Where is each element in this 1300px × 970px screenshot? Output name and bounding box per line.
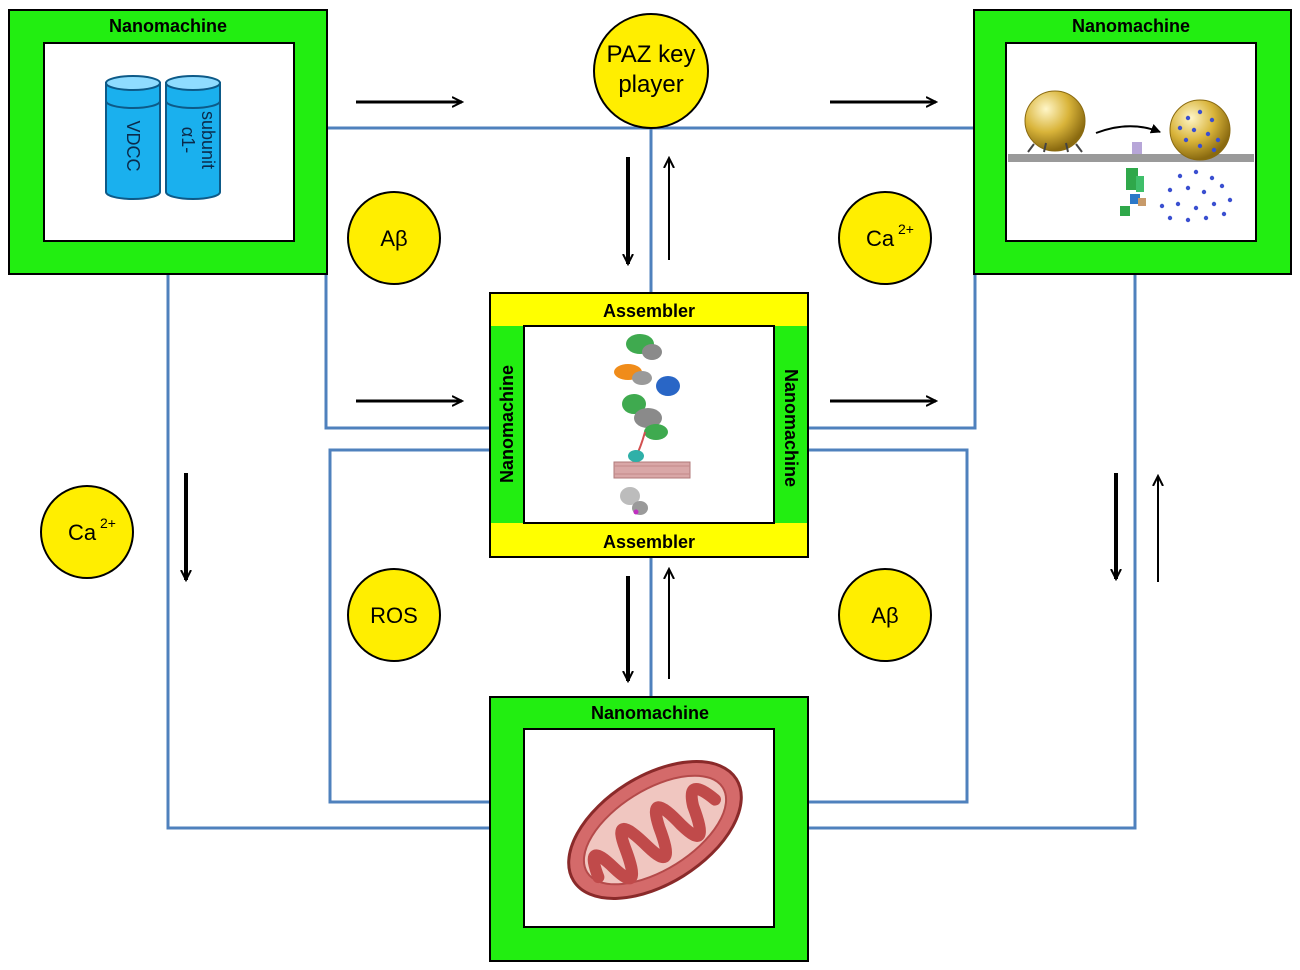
- assembler-bottom-label: Assembler: [603, 532, 695, 552]
- nanomachine-top-right: Nanomachine: [973, 9, 1292, 275]
- alpha1-label-line2: subunit: [198, 111, 218, 169]
- signal-calcium-top: Ca 2+: [838, 191, 932, 285]
- nanomachine-title: Nanomachine: [1072, 16, 1190, 36]
- flow-arrows: [186, 102, 1158, 681]
- paz-label-line1: PAZ key: [607, 41, 696, 68]
- signal-abeta-top: Aβ: [347, 191, 441, 285]
- connector-outer-left-loop: [166, 275, 490, 830]
- assembler-right-nanomachine-label: Nanomachine: [781, 369, 801, 487]
- calcium-top-superscript: 2+: [898, 221, 914, 237]
- nanomachine-title: Nanomachine: [109, 16, 227, 36]
- vesicle-release-illustration: [1008, 90, 1254, 223]
- signal-abeta-bottom: Aβ: [838, 568, 932, 662]
- connector-topleft-to-assembler: [324, 272, 490, 430]
- connector-inner-right-loop: [808, 448, 969, 804]
- paz-label-line2: player: [618, 71, 683, 98]
- assembler-top-label: Assembler: [603, 301, 695, 321]
- assembler-node: Assembler Assembler Nanomachine Nanomach…: [489, 292, 809, 558]
- calcium-left-superscript: 2+: [100, 515, 116, 531]
- assembler-left-band: [491, 326, 524, 523]
- signal-ros: ROS: [347, 568, 441, 662]
- connector-lines: [166, 126, 1137, 830]
- abeta-bottom-label: Aβ: [871, 603, 898, 628]
- signal-paz-key-player: PAZ key player: [593, 13, 709, 129]
- assembler-left-nanomachine-label: Nanomachine: [497, 365, 517, 483]
- nanomachine-top-left: Nanomachine VDCC α1- subunit: [8, 9, 328, 275]
- abeta-top-label: Aβ: [380, 226, 407, 251]
- snare-complex-small: [1120, 142, 1146, 216]
- vdcc-label: VDCC: [123, 120, 143, 171]
- calcium-left-label: Ca: [68, 520, 97, 545]
- protein-complex-illustration: [613, 334, 691, 515]
- alpha1-label-line1: α1-: [178, 127, 198, 153]
- calcium-channel-illustration: VDCC α1- subunit: [105, 75, 221, 200]
- mitochondrion-icon: [567, 760, 743, 900]
- ros-label: ROS: [370, 603, 418, 628]
- signal-calcium-left: Ca 2+: [40, 485, 134, 579]
- connector-assembler-to-topright: [808, 275, 977, 430]
- nanomachine-title: Nanomachine: [591, 703, 709, 723]
- connector-inner-left-loop: [328, 448, 490, 804]
- assembler-right-band: [774, 326, 807, 523]
- nanomachine-bottom: Nanomachine: [489, 696, 809, 962]
- connector-outer-right-loop: [808, 275, 1137, 830]
- calcium-top-label: Ca: [866, 226, 895, 251]
